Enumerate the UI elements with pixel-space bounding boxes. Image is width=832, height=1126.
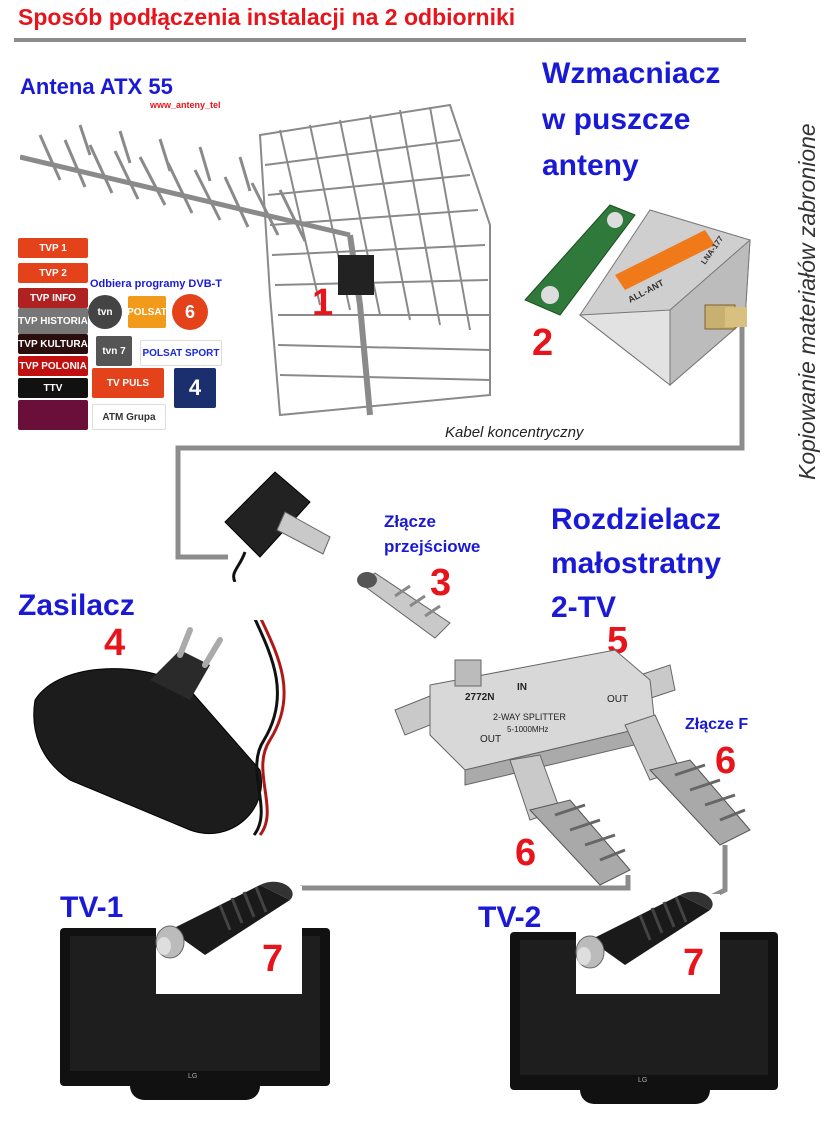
title-underline [14,38,746,42]
copyright-note-text: Kopiowanie materiałów zabronione [794,123,820,480]
logo-tv4: 4 [174,368,216,408]
f-connector-number-left: 6 [515,832,537,874]
coax-cable-amp-to-supply [175,318,745,560]
power-supply-injector [224,471,331,582]
adapter-label-line1: Złącze [384,512,436,531]
splitter-label-line1: Rozdzielacz [551,503,722,536]
page-title: Sposób podłączenia instalacji na 2 odbio… [18,4,516,30]
f-connector-left-image [509,754,631,886]
logo-tv6: 6 [172,294,208,330]
logo-tvp-historia: TVP HISTORIA [18,308,88,334]
logo-tvp-polonia: TVP POLONIA [18,356,88,376]
logo-tvp-kultura: TVP KULTURA [18,334,88,354]
antenna-reflector-grid [258,103,491,417]
tv1-label: TV-1 [60,891,124,924]
coax-cable-out1-to-tv1 [300,875,631,891]
f-connector-label: Złącze F [685,716,749,733]
cable-label: Kabel koncentryczny [445,424,584,441]
f-connector-number-right: 6 [715,740,737,782]
logo-ttv: TTV [18,378,88,398]
power-supply-number: 4 [104,622,126,664]
logo-polsat: POLSAT [127,296,167,328]
antenna-number: 1 [312,282,334,324]
logo-tvn: tvn [88,295,122,329]
logo-tvp-info: TVP INFO [18,288,88,308]
tv2-stand [580,1090,710,1104]
splitter-model: 2772N [465,692,494,703]
logo-extra [18,400,88,430]
logo-polsat-sport: POLSAT SPORT [140,340,222,366]
splitter-port-out1: OUT [480,734,501,745]
splitter-label-line2: małostratny [551,547,722,580]
amplifier-label-line1: Wzmacniacz [542,57,721,90]
tv1-number: 7 [262,938,284,980]
splitter-label-line3: 2-TV [551,591,617,624]
tv1-stand [130,1086,260,1100]
amplifier-number: 2 [532,322,554,364]
antenna-balun-box [338,255,374,295]
amplifier-label: Wzmacniacz w puszcze anteny [542,54,720,186]
tv2-iec-plug-image [575,891,713,969]
adapter-label-line2: przejściowe [384,537,481,556]
logo-tvp1: TVP 1 [18,238,88,258]
adapter-number: 3 [430,562,452,604]
logo-tvn7: tvn 7 [96,336,132,366]
tv2-brand: LG [638,1077,648,1084]
splitter-port-in: IN [517,682,527,693]
antenna-image [20,103,491,417]
antenna-dvb-note: Odbiera programy DVB-T [90,278,223,290]
amplifier-label-line3: anteny [542,149,639,182]
splitter-freq: 5-1000MHz [507,725,548,734]
amplifier-image: ALL-ANT LNA-177 [524,204,751,387]
f-connector-right-image [624,714,751,846]
power-supply-adapter [33,620,286,836]
copyright-note: Kopiowanie materiałów zabronione [794,123,820,480]
tv1-iec-plug-image [155,881,293,959]
antenna-label: Antena ATX 55 [20,74,173,99]
splitter-text: 2-WAY SPLITTER [493,712,566,722]
power-supply-label: Zasilacz [18,589,135,622]
tv2-label: TV-2 [478,901,542,934]
adapter-label: Złącze przejściowe [384,509,480,559]
logo-atm-grupa: ATM Grupa [92,404,166,430]
tv2-number: 7 [683,942,705,984]
splitter-port-out2: OUT [607,694,628,705]
adapter-image [357,572,451,639]
amplifier-label-line2: w puszcze [542,103,691,136]
antenna-site: www_anteny_tel [150,100,221,110]
power-cable-red-black [258,620,286,836]
logo-tv-puls: TV PULS [92,368,164,398]
tv1-brand: LG [188,1073,198,1080]
logo-tvp2: TVP 2 [18,263,88,283]
splitter-image: 2772N IN 2-WAY SPLITTER 5-1000MHz OUT OU… [394,649,676,786]
splitter-label: Rozdzielacz małostratny 2-TV [551,500,721,628]
